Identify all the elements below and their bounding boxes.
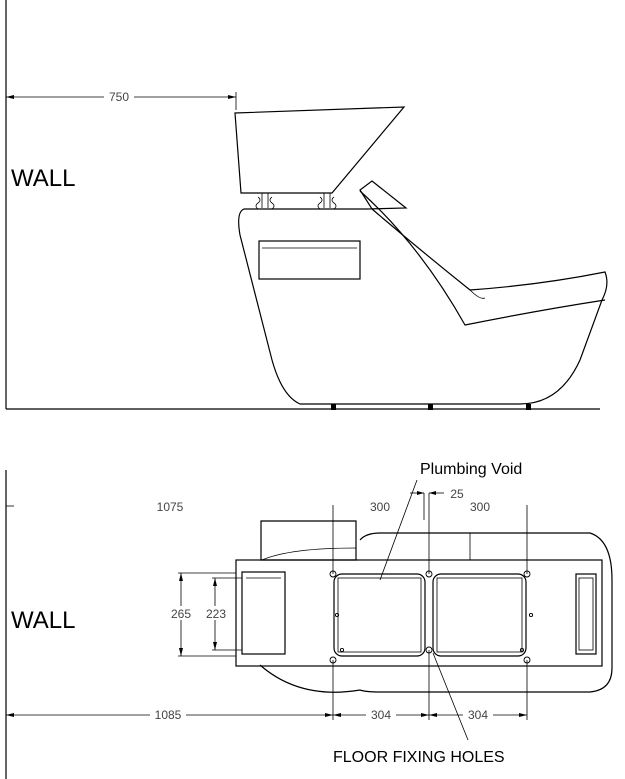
chair-body <box>238 180 608 405</box>
dim-304-left-text: 304 <box>371 708 391 722</box>
chair-seat-edge <box>469 289 486 299</box>
fixing-holes-leader <box>432 652 469 741</box>
dim-25-text: 25 <box>450 487 464 501</box>
basin-panel-plan <box>241 571 286 655</box>
grille-right <box>432 573 527 657</box>
dim-223-text: 223 <box>206 607 226 621</box>
side-panel <box>258 240 361 280</box>
plan-view: WALL <box>5 461 613 779</box>
chair-seat-line <box>359 190 606 326</box>
basin-bowl <box>234 106 406 194</box>
fixing-holes <box>329 570 534 664</box>
dim-300-right-text: 300 <box>470 500 490 514</box>
dim-750-text: 750 <box>109 90 129 104</box>
side-elevation: 750 WALL <box>5 0 608 410</box>
dim-300-left-text: 300 <box>370 500 390 514</box>
wall-label-top: WALL <box>11 165 75 192</box>
basin-curve <box>261 547 357 561</box>
dim-304-right-text: 304 <box>468 708 488 722</box>
dim-1085-text: 1085 <box>155 708 182 722</box>
base-plate <box>235 559 603 667</box>
extension-lines <box>178 493 528 720</box>
right-panel-inner <box>578 577 594 651</box>
dimension-25: 25 <box>410 487 464 501</box>
wall-label-bottom: WALL <box>11 607 75 634</box>
grille-left <box>333 573 426 657</box>
dim-1075-text: 1075 <box>157 500 184 514</box>
foot-1 <box>331 404 336 410</box>
foot-2 <box>428 404 433 410</box>
basin-springs <box>255 196 337 210</box>
foot-3 <box>526 404 531 410</box>
dim-265-text: 265 <box>171 607 191 621</box>
dimension-bottom: 1085 304 304 <box>6 708 527 722</box>
basin-plan <box>260 520 357 561</box>
dimension-750: 750 <box>6 90 237 110</box>
dimension-265-223: 265 223 <box>166 573 232 656</box>
plumbing-void-leader <box>379 479 418 581</box>
basin-neck <box>261 193 331 208</box>
right-panel-plan <box>575 573 597 655</box>
plumbing-void-label: Plumbing Void <box>420 461 522 478</box>
base-curve-plan <box>259 664 361 693</box>
chair-outline-plan <box>359 532 613 693</box>
floor-fixing-holes-label: FLOOR FIXING HOLES <box>333 749 505 766</box>
